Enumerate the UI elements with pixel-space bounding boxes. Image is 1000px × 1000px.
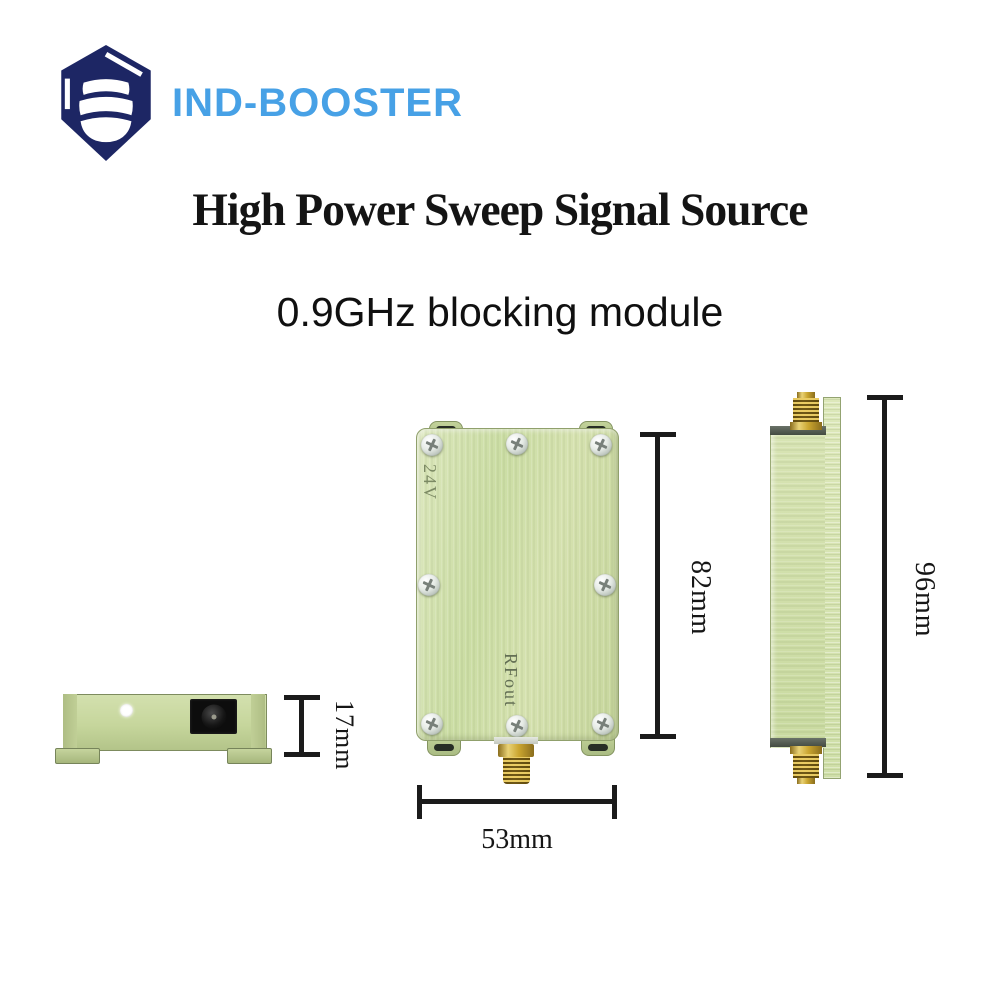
sma-connector [790,746,822,784]
dimension-label-53mm: 53mm [481,824,553,855]
brand-logo-icon [61,45,151,161]
page-title: High Power Sweep Signal Source [192,184,808,236]
screw-icon [418,574,440,596]
dimension-line-82mm [655,434,660,737]
dimension-line-17mm [299,697,304,755]
page-subtitle: 0.9GHz blocking module [276,289,724,335]
sma-tip [797,778,815,784]
brand-name: IND-BOOSTER [172,80,463,125]
sma-threads [793,754,819,778]
voltage-label: 24V [420,464,440,501]
side-top-seam [770,426,826,435]
sma-nut [790,746,822,754]
dimension-label-17mm: 17mm [330,700,359,771]
rf-output-label: RFout [501,653,521,709]
sma-flange [494,737,538,744]
sma-threads [502,757,530,784]
sma-connector [494,737,538,784]
screw-icon [594,574,616,596]
dimension-line-53mm [419,799,615,804]
side-panel-edge [823,397,841,779]
sma-nut [498,744,534,757]
sma-tip [797,392,815,398]
screw-icon [506,433,528,455]
dc-power-jack [190,699,237,734]
mounting-foot [227,748,272,764]
screw-icon [506,715,528,737]
sma-connector [790,392,822,430]
mounting-foot [55,748,100,764]
module-front-panel [416,428,619,741]
dimension-label-82mm: 82mm [685,560,716,636]
side-bottom-seam [770,738,826,747]
screw-icon [592,713,614,735]
led-indicator [120,704,133,717]
module-side-body [770,426,825,748]
end-left-wall [63,694,77,749]
sma-nut [790,422,822,430]
dimension-line-96mm [882,397,887,776]
screw-icon [421,713,443,735]
end-right-wall [251,694,265,749]
screw-icon [590,434,612,456]
dimension-label-96mm: 96mm [909,562,940,638]
sma-threads [793,398,819,422]
screw-icon [421,434,443,456]
